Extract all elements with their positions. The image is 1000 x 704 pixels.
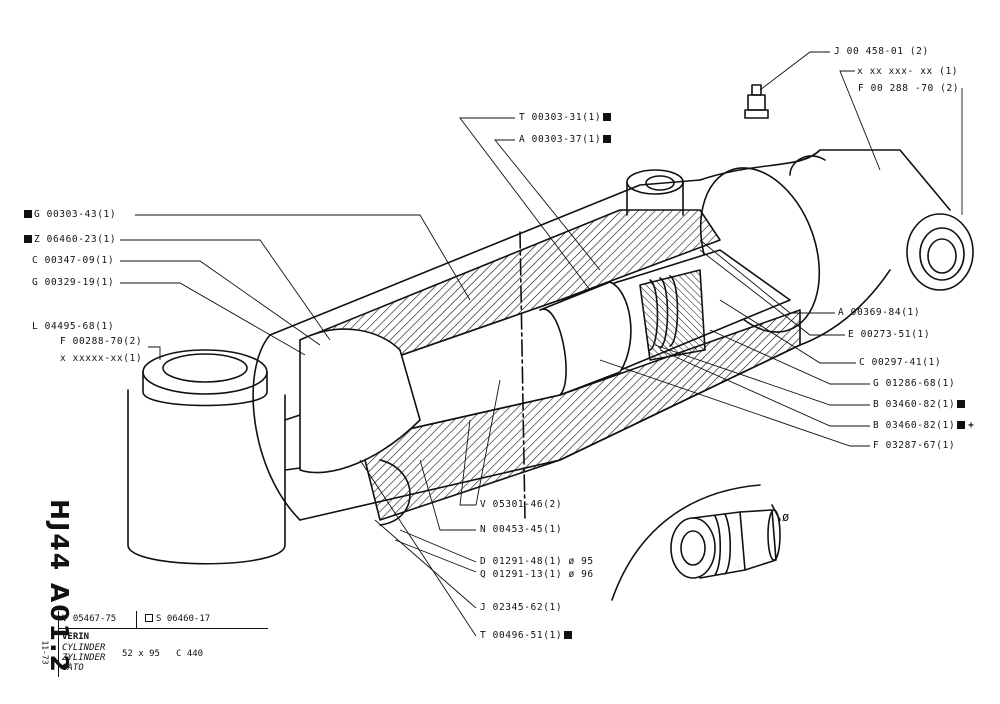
label-j-02345: J 02345-62(1) [480,602,563,613]
section-line [519,231,526,521]
rod-eye-body [127,389,286,565]
ref-v: V 05467-75 [62,614,117,624]
label-t-00496: T 00496-51(1) [480,630,574,641]
label-v-05301: V 05301-46(2) [480,499,563,510]
rear-eye-outer [906,213,974,291]
label-c-00297: C 00297-41(1) [859,357,942,368]
label-g-00329: G 00329-19(1) [32,277,115,288]
label-b-03460-b: B 03460-82(1)+ [873,420,975,431]
drawing-date: 11-73 [40,640,50,665]
gland-nut-detail [670,504,781,579]
label-g-00303: G 00303-43(1) [22,209,116,220]
black-square-icon [957,400,966,408]
lang-fr: VERIN [62,632,90,642]
lang-es: GATO [62,663,84,673]
label-b-03460-a: B 03460-82(1) [873,399,967,410]
black-square-icon [957,421,966,429]
rod-eye-top [142,349,268,395]
detail-arc [611,484,761,601]
label-d-01291: D 01291-48(1) ø 95 [480,556,594,567]
open-square-icon [145,614,153,622]
label-l-04495: L 04495-68(1) [32,321,115,332]
label-q-01291: Q 01291-13(1) ø 96 [480,569,594,580]
label-x-xxxxx: x xxxxx-xx(1) [60,353,143,364]
barrel-top-edge [269,179,701,336]
piston [539,281,632,396]
label-j-00458: J 00 458-01 (2) [834,46,929,57]
label-t-00303: T 00303-31(1) [519,112,613,123]
rear-eye-inner [919,227,965,281]
black-square-icon [603,135,612,143]
label-e-00273: E 00273-51(1) [848,329,931,340]
label-f-03287: F 03287-67(1) [873,440,956,451]
label-n-00453: N 00453-45(1) [480,524,563,535]
label-a-00303: A 00303-37(1) [519,134,613,145]
barrel-end-left [252,334,301,521]
title-block: V 05467-75 S 06460-17 VERIN CYLINDER ZYL… [58,611,268,677]
diameter-symbol: ø [782,510,790,524]
plus-icon: + [968,420,975,431]
grease-fitting [747,94,766,111]
label-f-00288-right: F 00 288 -70 (2) [858,83,960,94]
black-square-icon [603,113,612,121]
black-square-icon [24,210,32,218]
lang-en: CYLINDER [62,643,106,653]
front-head [299,328,421,474]
black-square-icon [24,235,32,243]
model: C 440 [176,649,204,659]
lang-de: ZYLINDER [62,653,106,663]
rear-head-body [699,149,951,211]
label-c-00347: C 00347-09(1) [32,255,115,266]
label-z-06460: Z 06460-23(1) [22,234,116,245]
label-x-xx-xxx: x xx xxx- xx (1) [857,66,959,77]
label-a-00369: A 00369-84(1) [838,307,921,318]
black-square-icon [564,631,573,639]
label-f-00288-left: F 00288-70(2) [60,336,143,347]
size: 52 x 95 [122,649,160,659]
ref-s: S 06460-17 [142,614,210,624]
label-g-01286: G 01286-68(1) [873,378,956,389]
